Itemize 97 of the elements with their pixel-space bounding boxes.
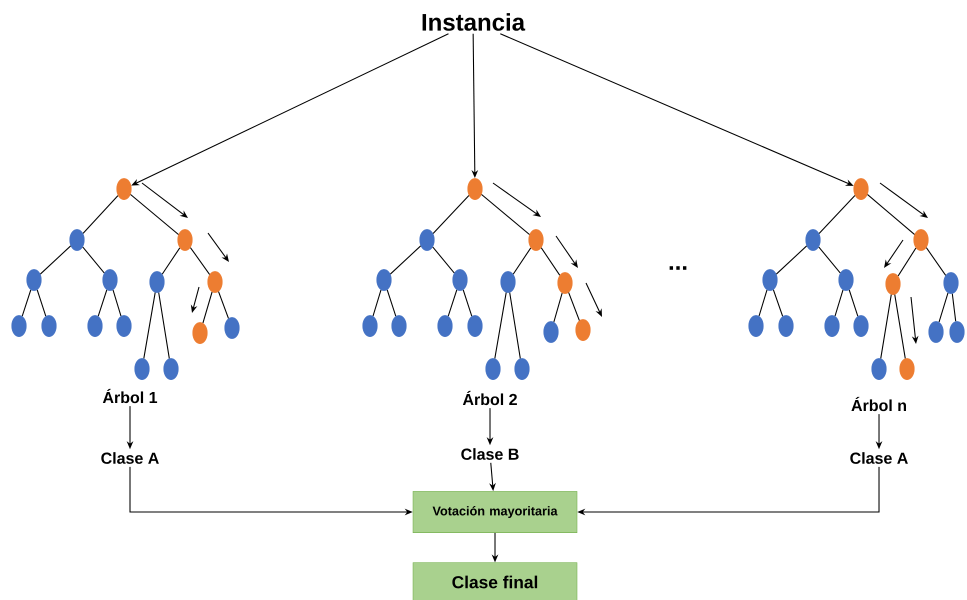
tree-node xyxy=(177,229,193,251)
tree-branch xyxy=(82,246,105,274)
tree-node xyxy=(41,315,57,337)
tree-branch xyxy=(926,247,946,276)
tree-branch xyxy=(867,194,915,235)
tree-node xyxy=(514,358,530,380)
tree-node xyxy=(192,322,208,344)
tree-node xyxy=(543,321,559,343)
tree-branch xyxy=(190,247,210,275)
tree-node xyxy=(805,229,821,251)
tree-node xyxy=(11,315,27,337)
tree-node xyxy=(853,178,869,200)
tree-branch xyxy=(512,248,532,274)
tree-node xyxy=(69,229,85,251)
tree-branch xyxy=(98,290,108,316)
class-label: Clase A xyxy=(850,452,908,464)
tree-branch xyxy=(880,294,892,358)
tree-branch xyxy=(772,290,784,316)
tree-node xyxy=(575,319,591,341)
tree-node xyxy=(913,229,929,251)
tree-branch xyxy=(952,294,956,322)
tree-branch xyxy=(162,248,180,274)
tree-node xyxy=(102,269,118,291)
tree-branch xyxy=(143,292,156,358)
tree-branch xyxy=(818,246,841,274)
tree-branch xyxy=(112,290,122,316)
tree-branch xyxy=(158,292,170,358)
tree-node xyxy=(419,229,435,251)
tree-node xyxy=(149,271,165,293)
tree-label: Árbol 2 xyxy=(462,390,517,406)
class-label: Clase B xyxy=(461,448,519,460)
tree-branch xyxy=(553,292,563,322)
tree-node xyxy=(376,269,392,291)
tree-branch xyxy=(36,290,46,316)
tree-node xyxy=(485,358,501,380)
tree-branch xyxy=(834,290,844,316)
tree-node xyxy=(500,271,516,293)
tree-node xyxy=(748,315,764,337)
tree-label: Árbol 1 xyxy=(102,388,158,404)
tree-branch xyxy=(372,290,382,316)
tree-node xyxy=(943,272,959,294)
tree-node xyxy=(452,269,468,291)
tree-branch xyxy=(848,290,858,316)
tree-branch xyxy=(898,248,916,276)
tree-node xyxy=(207,271,223,293)
tree-branch xyxy=(818,195,856,234)
tree-node xyxy=(362,315,378,337)
tree-branch xyxy=(40,246,71,274)
instance-label: Instancia xyxy=(422,13,526,31)
tree-node xyxy=(528,229,544,251)
tree-branch xyxy=(540,248,560,276)
tree-node xyxy=(437,315,453,337)
tree-node xyxy=(87,315,103,337)
tree-node xyxy=(134,358,150,380)
tree-node xyxy=(163,358,179,380)
tree-branch xyxy=(758,290,768,316)
tree-node xyxy=(26,269,42,291)
tree-node xyxy=(391,315,407,337)
tree-branch xyxy=(509,292,521,358)
tree-branch xyxy=(386,290,396,316)
tree-node xyxy=(824,315,840,337)
tree-branch xyxy=(938,292,948,322)
tree-node xyxy=(871,358,887,380)
tree-node xyxy=(467,315,483,337)
tree-branch xyxy=(218,291,229,319)
tree-branch xyxy=(432,246,455,274)
tree-branch xyxy=(22,290,32,316)
voting-box: Votación mayoritaria xyxy=(412,491,578,533)
tree-node xyxy=(949,321,965,343)
tree-branch xyxy=(202,292,213,324)
tree-node xyxy=(928,321,944,343)
tree-branch xyxy=(462,290,472,316)
tree-node xyxy=(762,269,778,291)
tree-branch xyxy=(448,290,458,316)
class-label: Clase A xyxy=(101,452,159,464)
tree-branch xyxy=(776,246,807,274)
tree-node xyxy=(557,272,573,294)
tree-node xyxy=(885,273,901,295)
tree-branch xyxy=(432,195,470,234)
tree-node xyxy=(224,317,240,339)
tree-node xyxy=(467,178,483,200)
tree-node xyxy=(116,315,132,337)
ellipsis-label: ... xyxy=(670,266,686,270)
tree-branch xyxy=(82,195,118,234)
tree-branch xyxy=(494,292,507,358)
tree-node xyxy=(838,269,854,291)
tree-node xyxy=(116,178,132,200)
tree-node xyxy=(899,358,915,380)
tree-branch xyxy=(568,292,580,321)
tree-node xyxy=(853,315,869,337)
tree-branch xyxy=(390,246,421,274)
tree-branch xyxy=(130,194,179,235)
final-class-box: Clase final xyxy=(412,562,578,600)
tree-node xyxy=(778,315,794,337)
tree-label: Árbol n xyxy=(851,396,906,412)
tree-branch xyxy=(481,194,530,235)
tree-branch xyxy=(894,294,906,358)
